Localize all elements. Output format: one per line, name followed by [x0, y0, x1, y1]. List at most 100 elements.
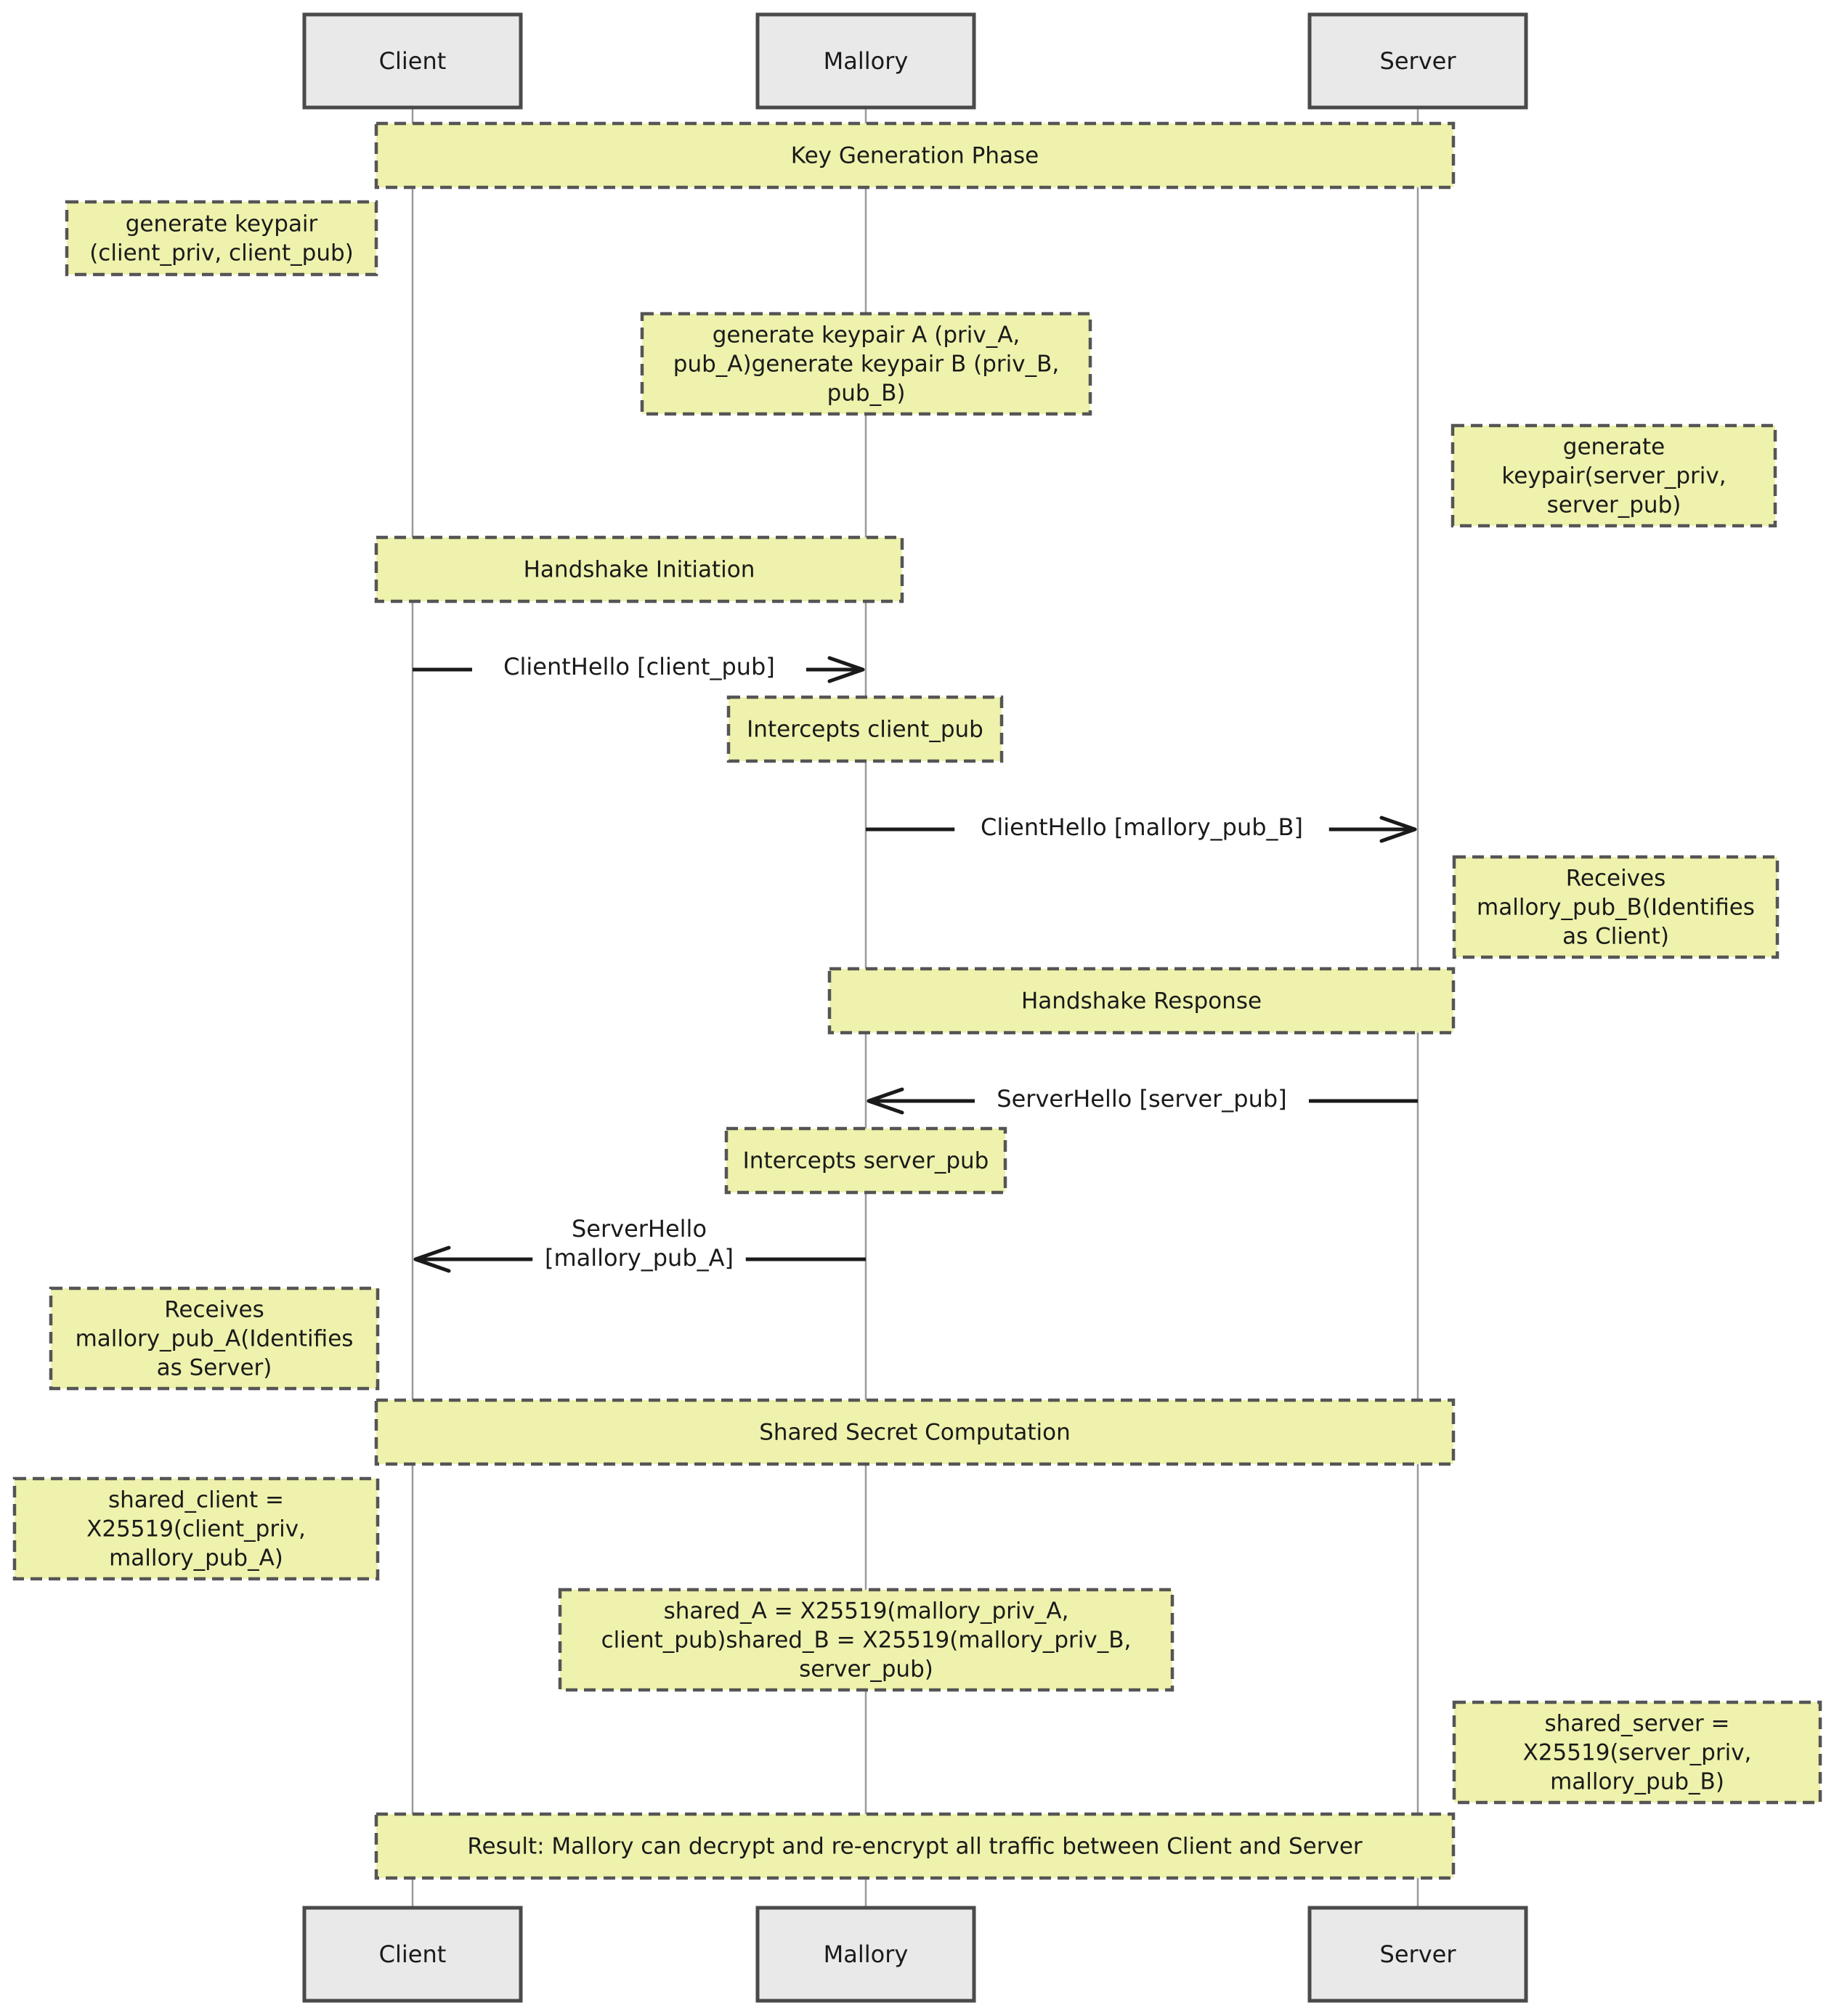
note-server-text: shared_server = [1544, 1711, 1729, 1737]
note-mallory: Intercepts client_pub [726, 695, 1004, 763]
actor-box [1307, 1906, 1528, 2003]
section-note: Shared Secret Computation [374, 1398, 1456, 1466]
actors-top: Client Mallory Server [302, 12, 1528, 110]
actor-box [1307, 12, 1528, 110]
note-server-text: server_pub) [1547, 492, 1681, 519]
note-mallory-text: Intercepts server_pub [743, 1148, 989, 1174]
section-note-box [827, 967, 1456, 1035]
note-mallory: Intercepts server_pub [724, 1126, 1007, 1195]
actor-label: Mallory [824, 1940, 909, 1968]
note-mallory-box [558, 1588, 1174, 1692]
note-server-box [1452, 855, 1780, 959]
section-note: Handshake Response [827, 967, 1456, 1035]
section-note-text: Handshake Initiation [524, 557, 755, 583]
note-server-text: as Client) [1562, 924, 1669, 950]
actors-bottom: Client Mallory Server [302, 1906, 1528, 2003]
arrowhead-icon [867, 1087, 904, 1115]
actor-client-bottom[interactable]: Client [302, 1906, 523, 2003]
section-note: Handshake Initiation [374, 535, 904, 603]
note-server-box [1452, 1700, 1822, 1805]
actor-label: Server [1380, 47, 1457, 75]
actor-label: Server [1380, 1940, 1457, 1968]
actor-label: Client [379, 1940, 447, 1968]
arrowhead-icon [1379, 816, 1417, 843]
actor-box [755, 12, 976, 110]
note-server-text: generate [1563, 434, 1665, 460]
actor-box [302, 1906, 523, 2003]
section-note-box [374, 121, 1456, 190]
note-mallory-text: client_pub)shared_B = X25519(mallory_pri… [601, 1627, 1132, 1654]
note-client-text: X25519(client_priv, [86, 1516, 306, 1543]
message-label: ClientHello [client_pub] [503, 653, 775, 680]
message-label: [mallory_pub_A] [545, 1244, 734, 1272]
actor-label: Client [379, 47, 447, 75]
note-mallory-text: shared_A = X25519(mallory_priv_A, [664, 1598, 1069, 1625]
section-note-box [374, 1812, 1456, 1880]
actor-server-top[interactable]: Server [1307, 12, 1528, 110]
note-client-text: mallory_pub_A(Identifies [76, 1326, 354, 1352]
note-client-text: shared_client = [108, 1487, 284, 1513]
note-server-text: X25519(server_priv, [1523, 1740, 1752, 1766]
note-server-text: mallory_pub_B(Identifies [1477, 895, 1755, 921]
arrowhead-icon [827, 656, 865, 683]
message-mallory-to-client[interactable]: ServerHello[mallory_pub_A] [413, 1212, 866, 1275]
actor-box [755, 1906, 976, 2003]
section-note-text: Key Generation Phase [791, 143, 1039, 169]
note-client-box [49, 1286, 380, 1391]
note-client: shared_client = X25519(client_priv,mallor… [12, 1476, 380, 1581]
note-client-text: as Server) [157, 1355, 272, 1381]
note-mallory: shared_A = X25519(mallory_priv_A,client_… [558, 1588, 1174, 1692]
note-mallory-text: Intercepts client_pub [747, 717, 983, 743]
section-note-text: Result: Mallory can decrypt and re-encry… [467, 1834, 1363, 1860]
note-server: shared_server = X25519(server_priv,mallor… [1452, 1700, 1822, 1805]
note-mallory-box [640, 312, 1092, 416]
notes: Key Generation Phase generate keypair (cli… [12, 121, 1822, 1880]
messages: ClientHello [client_pub] ClientHello [mal… [413, 650, 1418, 1275]
message-label: ServerHello [572, 1215, 707, 1243]
note-client: generate keypair (client_priv, client_pub… [65, 200, 378, 277]
note-server-box [1450, 423, 1777, 528]
message-mallory-to-server[interactable]: ClientHello [mallory_pub_B] [866, 810, 1417, 844]
arrowhead-icon [413, 1245, 451, 1273]
note-server-text: keypair(server_priv, [1501, 463, 1726, 489]
message-label-bg [532, 1212, 746, 1275]
note-client-text: mallory_pub_A) [109, 1545, 283, 1572]
actor-client-top[interactable]: Client [302, 12, 523, 110]
section-note-text: Shared Secret Computation [759, 1420, 1071, 1446]
note-client-box [65, 200, 378, 277]
note-server-text: mallory_pub_B) [1550, 1769, 1724, 1795]
note-mallory-text: server_pub) [799, 1657, 933, 1683]
message-server-to-mallory[interactable]: ServerHello [server_pub] [867, 1082, 1418, 1115]
message-label-bg [975, 1082, 1309, 1115]
section-note-box [374, 1398, 1456, 1466]
note-mallory-text: pub_A)generate keypair B (priv_B, [673, 351, 1059, 378]
note-mallory-text: pub_B) [827, 381, 906, 407]
actor-box [302, 12, 523, 110]
message-label: ClientHello [mallory_pub_B] [981, 813, 1303, 841]
message-label: ServerHello [server_pub] [997, 1085, 1286, 1113]
note-mallory: generate keypair A (priv_A,pub_A)generat… [640, 312, 1092, 416]
note-mallory-box [726, 695, 1004, 763]
note-mallory-box [724, 1126, 1007, 1195]
note-server-text: Receives [1566, 866, 1666, 892]
note-client-text: Receives [164, 1297, 264, 1323]
message-label-bg [472, 650, 806, 683]
note-client-text: (client_priv, client_pub) [89, 240, 354, 267]
actor-mallory-bottom[interactable]: Mallory [755, 1906, 976, 2003]
actor-mallory-top[interactable]: Mallory [755, 12, 976, 110]
note-mallory-text: generate keypair A (priv_A, [713, 322, 1021, 349]
section-note: Key Generation Phase [374, 121, 1456, 190]
section-note: Result: Mallory can decrypt and re-encry… [374, 1812, 1456, 1880]
note-client-text: generate keypair [126, 211, 318, 237]
section-note-text: Handshake Response [1021, 988, 1262, 1015]
note-client-box [12, 1476, 380, 1581]
note-server: generate keypair(server_priv, server_pub) [1450, 423, 1777, 528]
message-label-bg [954, 810, 1329, 844]
actor-label: Mallory [824, 47, 909, 75]
section-note-box [374, 535, 904, 603]
actor-server-bottom[interactable]: Server [1307, 1906, 1528, 2003]
message-client-to-mallory[interactable]: ClientHello [client_pub] [413, 650, 865, 683]
